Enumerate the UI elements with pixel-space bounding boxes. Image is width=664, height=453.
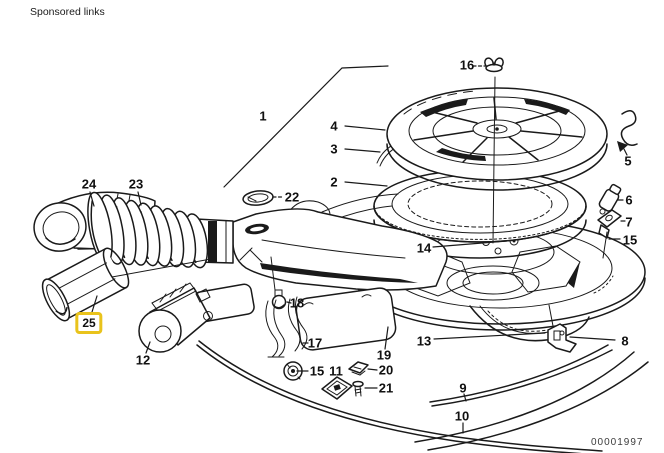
small-fasteners-drawing	[283, 361, 369, 400]
part-label-6[interactable]: 6	[625, 192, 633, 208]
part-label-15-left[interactable]: 15	[309, 363, 325, 379]
part-label-24[interactable]: 24	[81, 176, 97, 192]
cable-drawing	[196, 340, 603, 453]
part-label-18[interactable]: 18	[289, 295, 305, 311]
diagram-code: 00001997	[591, 437, 644, 448]
part-label-10[interactable]: 10	[454, 408, 470, 424]
part-label-2[interactable]: 2	[330, 174, 338, 190]
right-side-parts-drawing	[547, 110, 638, 353]
leader-lines	[89, 65, 628, 434]
part-label-12[interactable]: 12	[135, 352, 151, 368]
sleeve-drawing	[41, 247, 212, 322]
part-label-16[interactable]: 16	[459, 57, 475, 73]
part-label-9[interactable]: 9	[459, 380, 467, 396]
part-label-17[interactable]: 17	[307, 335, 323, 351]
part-label-14[interactable]: 14	[416, 240, 432, 256]
ball-stud-bracket-drawing	[265, 256, 308, 358]
part-label-15-right[interactable]: 15	[622, 232, 638, 248]
wing-nut-drawing	[484, 57, 504, 244]
bellows-hose-drawing	[87, 191, 209, 269]
gasket-plate-drawing	[295, 287, 397, 351]
part-label-20[interactable]: 20	[378, 362, 394, 378]
part-label-1[interactable]: 1	[259, 108, 267, 124]
part-label-11[interactable]: 11	[329, 363, 343, 379]
part-label-22[interactable]: 22	[284, 189, 300, 205]
part-label-13[interactable]: 13	[416, 333, 432, 349]
part-label-19[interactable]: 19	[376, 347, 392, 363]
part-label-21[interactable]: 21	[378, 380, 394, 396]
part-label-25[interactable]: 25	[75, 312, 103, 334]
sponsored-links-heading: Sponsored links	[30, 6, 105, 18]
part-label-3[interactable]: 3	[330, 141, 338, 157]
part-label-4[interactable]: 4	[330, 118, 338, 134]
part-label-5[interactable]: 5	[624, 153, 632, 169]
air-cleaner-cover-drawing	[386, 87, 608, 191]
actuator-drawing	[138, 282, 255, 353]
part-label-23[interactable]: 23	[128, 176, 144, 192]
part-label-8[interactable]: 8	[621, 333, 629, 349]
part-label-7[interactable]: 7	[625, 214, 633, 230]
